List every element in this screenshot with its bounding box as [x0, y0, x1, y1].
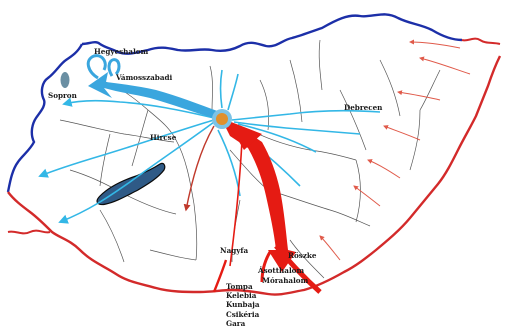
label-hircse: Hircse: [150, 133, 177, 142]
south-west-stub: [7, 229, 51, 235]
west-border: [6, 43, 84, 193]
label-kelebia: Kelebia: [226, 291, 257, 301]
light-flows: [38, 69, 381, 224]
main-flow-west: [88, 72, 220, 118]
southern-branch-east: [274, 244, 322, 294]
south-east-border: [7, 55, 502, 296]
label-kunbaja: Kunbaja: [226, 300, 260, 310]
label-csikeria: Csikéria: [226, 309, 260, 319]
north-east-border: [461, 37, 501, 45]
vamosszabadi-loop: [107, 58, 121, 77]
label-nagyfa: Nagyfa: [220, 246, 249, 255]
southern-arrowhead: [226, 120, 262, 150]
label-sopron: Sopron: [48, 91, 77, 100]
label-morahalom: Mórahalom: [262, 276, 309, 285]
label-asotthalom: Ásotthalom: [258, 266, 305, 275]
southern-branch-nagyfa: [212, 259, 228, 293]
sopron-blob: [60, 72, 70, 88]
southern-branch-west: [260, 251, 272, 283]
eastern-arrows: [319, 39, 471, 261]
lake-balaton: [96, 162, 166, 206]
label-hegyeshalom: Hegyeshalom: [94, 47, 149, 56]
west-north-border: [81, 13, 463, 55]
southern-main-flow: [222, 120, 296, 272]
label-gara: Gara: [226, 318, 246, 328]
label-tompa: Tompa: [226, 282, 253, 291]
southern-branch-hirschi: [183, 125, 215, 212]
label-vamosszabadi: Vámosszabadi: [116, 73, 173, 82]
southern-branch-kelebia: [229, 139, 243, 267]
county-borders: [59, 39, 441, 279]
budapest-inner: [216, 113, 228, 125]
hegyeshalom-loop: [86, 54, 107, 80]
label-debrecen: Debrecen: [344, 103, 383, 112]
southern-crossing-list: Tompa Kelebia Kunbaja Csikéria Gara: [226, 282, 259, 328]
label-roszke: Röszke: [288, 251, 317, 260]
